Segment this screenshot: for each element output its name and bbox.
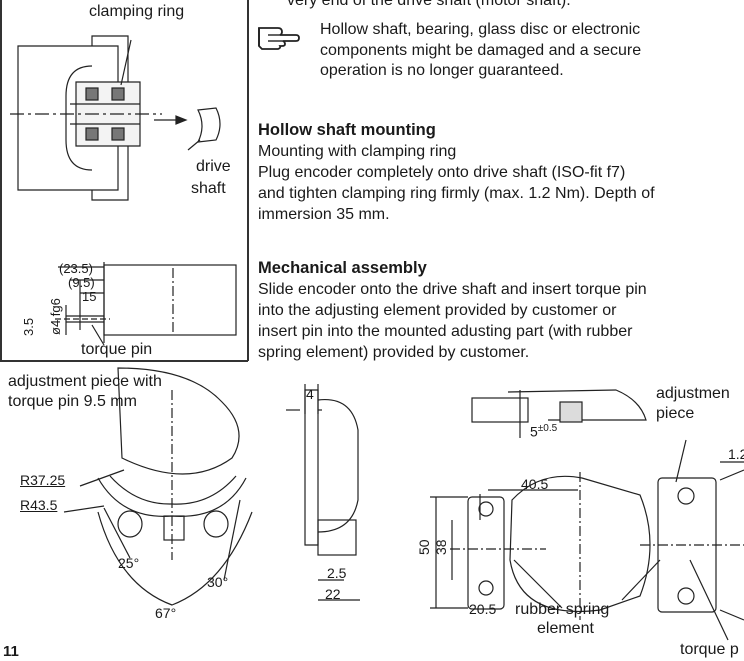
rubber-spring-label: element bbox=[537, 620, 594, 637]
dimension-15: 15 bbox=[82, 289, 97, 304]
radius-43-5: R43.5 bbox=[20, 497, 58, 513]
dimension-3-5: 3.5 bbox=[21, 317, 36, 336]
torque-pin-label: torque p bbox=[680, 641, 739, 658]
dimension-1-2: 1.2 bbox=[728, 446, 744, 462]
note-line: operation is no longer guaranteed. bbox=[320, 62, 564, 79]
paragraph-line: Mounting with clamping ring bbox=[258, 143, 457, 160]
note-line: Hollow shaft, bearing, glass disc or ele… bbox=[320, 21, 641, 38]
hollow-shaft-section: Hollow shaft mounting Mounting with clam… bbox=[258, 120, 744, 225]
dimension-20-5: 20.5 bbox=[469, 601, 497, 617]
shaft-label: shaft bbox=[191, 180, 226, 197]
column-line bbox=[247, 0, 249, 361]
dimension-5: 5±0.5 bbox=[530, 423, 558, 440]
section-heading: Hollow shaft mounting bbox=[258, 121, 436, 139]
paragraph-line: Slide encoder onto the drive shaft and i… bbox=[258, 281, 647, 298]
dimension-38: 38 bbox=[433, 539, 449, 555]
rubber-spring-label: rubber spring bbox=[515, 601, 610, 618]
dimension-22: 22 bbox=[325, 586, 341, 602]
page-number: 11 bbox=[3, 643, 19, 660]
pointing-hand-icon bbox=[256, 24, 302, 52]
divider-line bbox=[0, 360, 248, 362]
torque-pin-label: torque pin bbox=[81, 341, 153, 358]
angle-25: 25° bbox=[118, 555, 140, 571]
left-frame-line bbox=[0, 0, 2, 360]
paragraph-line: and tighten clamping ring firmly (max. 1… bbox=[258, 185, 655, 202]
section-heading: Mechanical assembly bbox=[258, 259, 427, 277]
angle-30: 30° bbox=[207, 574, 229, 590]
paragraph-line: into the adjusting element provided by c… bbox=[258, 302, 617, 319]
paragraph-line: Plug encoder completely onto drive shaft… bbox=[258, 164, 626, 181]
radius-37-25: R37.25 bbox=[20, 472, 66, 488]
angle-67: 67° bbox=[155, 605, 177, 621]
dimension-4: 4 bbox=[306, 386, 314, 402]
drive-label: drive bbox=[196, 158, 231, 175]
paragraph-line: immersion 35 mm. bbox=[258, 206, 390, 223]
paragraph-line: spring element) provided by customer. bbox=[258, 344, 530, 361]
dimension-23-5: (23.5) bbox=[59, 261, 93, 276]
dimension-2-5: 2.5 bbox=[327, 565, 347, 581]
adjustment-piece-caption: adjustment piece with bbox=[8, 373, 162, 390]
dimension-phi4: ø4 fg6 bbox=[48, 298, 63, 335]
top-fragment-text: very end of the drive shaft (motor shaft… bbox=[287, 0, 571, 9]
dimension-40-5: 40.5 bbox=[521, 476, 549, 492]
clamping-ring-label: clamping ring bbox=[89, 3, 185, 20]
dimension-9-5: (9.5) bbox=[68, 275, 95, 290]
paragraph-line: insert pin into the mounted adusting par… bbox=[258, 323, 633, 340]
dimension-50: 50 bbox=[416, 539, 432, 555]
mechanical-section: Mechanical assembly Slide encoder onto t… bbox=[258, 258, 744, 363]
adjustment-piece-caption: torque pin 9.5 mm bbox=[8, 393, 137, 410]
adjustment-piece-label: adjustmen bbox=[656, 385, 730, 402]
note-line: components might be damaged and a secure bbox=[320, 41, 642, 59]
note-body: Hollow shaft, bearing, glass disc or ele… bbox=[320, 20, 641, 82]
adjustment-piece-label: piece bbox=[656, 405, 695, 422]
